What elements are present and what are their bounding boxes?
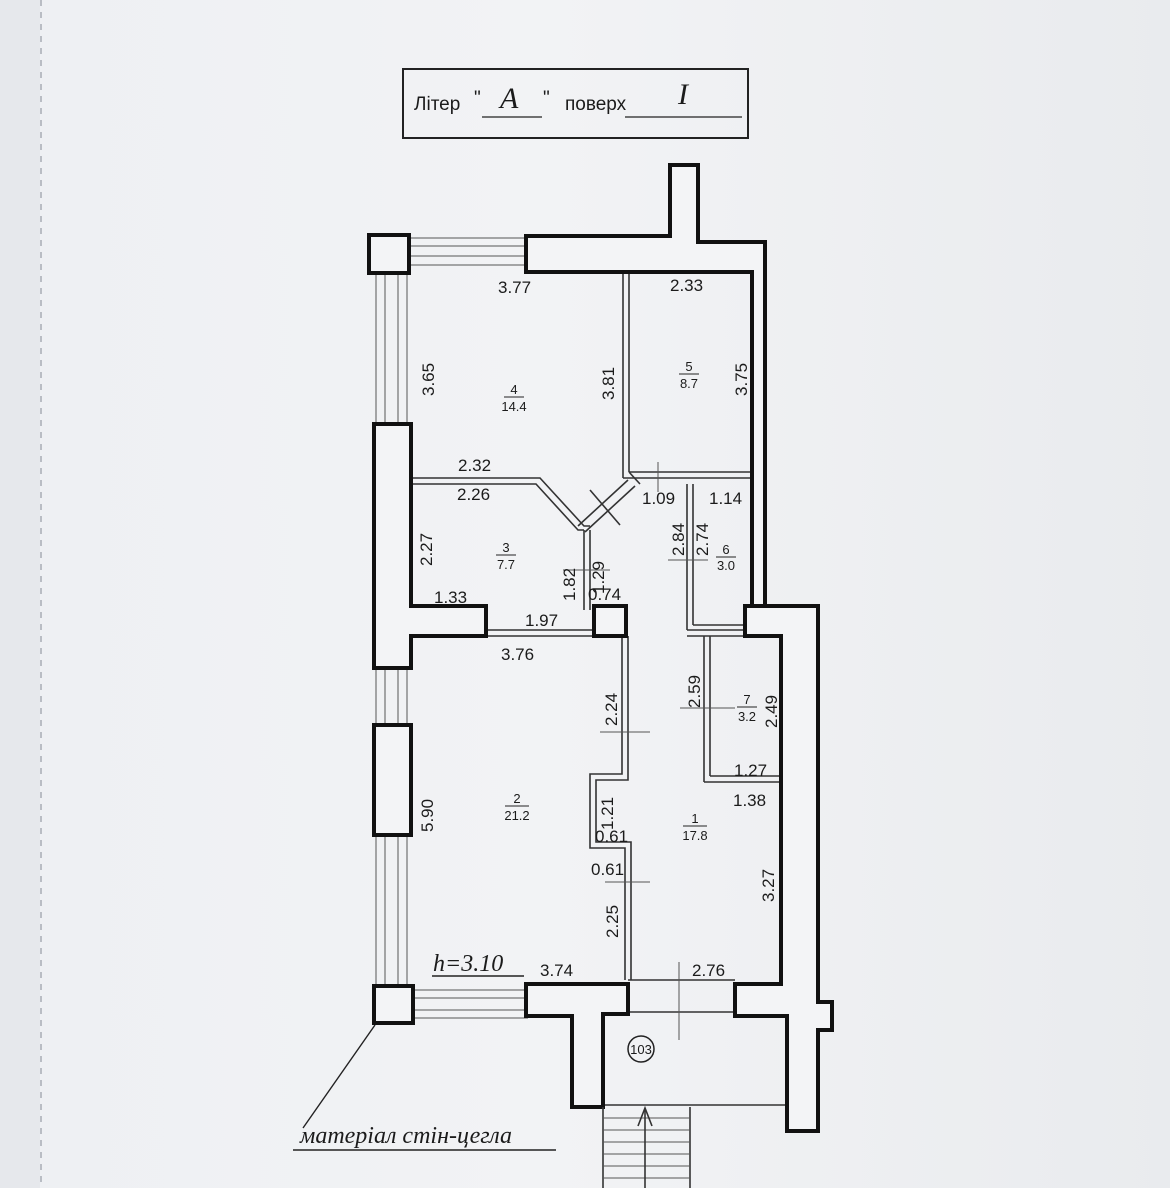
room-labels: 4 14.4 5 8.7 3 7.7 6 3.0 7 3.2 2 21.2 xyxy=(496,359,757,843)
dim-r1-right: 3.27 xyxy=(759,869,778,902)
dimension-labels: 3.77 2.33 3.65 3.81 3.75 2.32 2.26 1.09 … xyxy=(417,276,781,980)
floor-label: поверх xyxy=(565,94,627,115)
dim-r6-top-b: 1.14 xyxy=(709,489,742,508)
dim-r2-bottom: 3.74 xyxy=(540,961,573,980)
dim-r2-right-top: 2.24 xyxy=(602,693,621,726)
room-2-area: 21.2 xyxy=(504,808,529,823)
liter-quote-open: " xyxy=(474,88,481,109)
room-3: 3 7.7 xyxy=(496,540,516,572)
wall-left-middle xyxy=(372,422,488,670)
room-5-number: 5 xyxy=(685,359,692,374)
dim-r3-right-b: 1.29 xyxy=(589,561,608,594)
wall-top-right xyxy=(524,163,767,608)
room-7-number: 7 xyxy=(743,692,750,707)
dim-r7-bottom: 1.27 xyxy=(734,761,767,780)
room-1-area: 17.8 xyxy=(682,828,707,843)
dim-r1-step: 1.38 xyxy=(733,791,766,810)
title-frame xyxy=(402,68,749,139)
dim-r5-right: 3.75 xyxy=(732,363,751,396)
stair-marker: 103 xyxy=(627,1035,655,1063)
dim-r5-top: 2.33 xyxy=(670,276,703,295)
liter-value: А xyxy=(498,82,519,115)
dim-r2-right-bottom: 2.25 xyxy=(603,905,622,938)
wall-bottom-entry xyxy=(524,982,630,1109)
sheet-edge-line xyxy=(40,0,42,1188)
room-5-area: 8.7 xyxy=(680,376,698,391)
ceiling-height: h=3.10 xyxy=(432,951,524,977)
dim-r4-right: 3.81 xyxy=(599,367,618,400)
room-4-area: 14.4 xyxy=(501,399,526,414)
room-1: 1 17.8 xyxy=(682,811,707,843)
room-3-area: 7.7 xyxy=(497,557,515,572)
wall-right xyxy=(733,604,834,1133)
room-7-area: 3.2 xyxy=(738,709,756,724)
dim-r3-bottom-left: 1.33 xyxy=(434,588,467,607)
wall-material-note: матеріал стін-цегла xyxy=(299,1123,512,1149)
dim-r4-left: 3.65 xyxy=(419,363,438,396)
floor-value: І xyxy=(677,78,690,111)
corner-column-top-left xyxy=(367,233,411,275)
dimension-ticks xyxy=(563,462,735,1040)
dim-r2-left: 5.90 xyxy=(418,799,437,832)
dim-r7-left: 2.59 xyxy=(685,675,704,708)
entrance-stairs xyxy=(602,1105,691,1188)
dim-r3-top: 2.26 xyxy=(457,485,490,504)
room-4-number: 4 xyxy=(510,382,517,397)
dim-r4-bottom: 2.32 xyxy=(458,456,491,475)
wall-material: матеріал стін-цегла xyxy=(293,1024,556,1151)
title-block: Літер " А " поверх І xyxy=(402,68,749,139)
room-4: 4 14.4 xyxy=(501,382,526,414)
room-1-number: 1 xyxy=(691,811,698,826)
room-2: 2 21.2 xyxy=(504,791,529,823)
dim-r4-top: 3.77 xyxy=(498,278,531,297)
dim-r6-right: 2.74 xyxy=(693,523,712,556)
dim-r2-top: 3.76 xyxy=(501,645,534,664)
room-6: 6 3.0 xyxy=(716,542,736,573)
room-2-number: 2 xyxy=(513,791,520,806)
dim-r1-bottom: 2.76 xyxy=(692,961,725,980)
dim-r3-door: 0.74 xyxy=(588,585,621,604)
room-6-number: 6 xyxy=(722,542,729,557)
dim-r3-left: 2.27 xyxy=(417,533,436,566)
dim-r2-right-mid: 1.21 xyxy=(598,797,617,830)
interior-column xyxy=(592,604,628,638)
interior-partitions xyxy=(411,273,785,1106)
dim-r2-step-b: 0.61 xyxy=(591,860,624,879)
stair-marker-circle xyxy=(627,1035,655,1063)
wall-left-pier xyxy=(372,723,413,837)
ceiling-height-label: h=3.10 xyxy=(433,951,503,977)
dim-r2-step-a: 0.61 xyxy=(595,827,628,846)
liter-label: Літер xyxy=(414,94,460,115)
room-5: 5 8.7 xyxy=(679,359,699,391)
room-3-number: 3 xyxy=(502,540,509,555)
dim-r3-right-a: 1.82 xyxy=(560,568,579,601)
room-7: 7 3.2 xyxy=(737,692,757,724)
dim-r6-top-a: 1.09 xyxy=(642,489,675,508)
windows xyxy=(375,237,528,1019)
dim-r3-bottom: 1.97 xyxy=(525,611,558,630)
dim-r7-right: 2.49 xyxy=(762,695,781,728)
stair-marker-number: 103 xyxy=(630,1042,652,1057)
room-6-area: 3.0 xyxy=(717,558,735,573)
corner-column-bottom-left xyxy=(372,984,415,1025)
dim-r6-left: 2.84 xyxy=(669,523,688,556)
liter-quote-close: " xyxy=(543,88,550,109)
exterior-walls xyxy=(367,163,834,1133)
